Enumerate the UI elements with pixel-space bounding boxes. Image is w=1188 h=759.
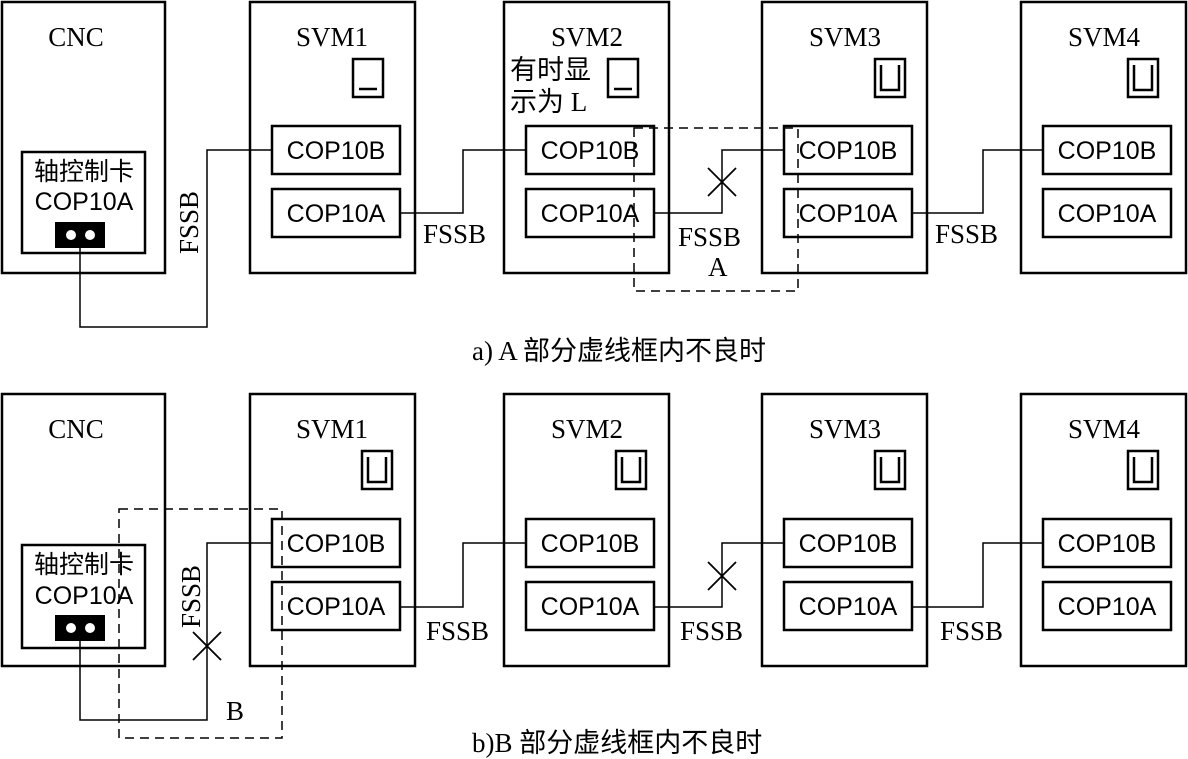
display-u-icon <box>873 57 907 99</box>
port-label: COP10A <box>541 200 640 228</box>
svm4-port-cop10a <box>1041 187 1173 239</box>
port-label: COP10B <box>287 137 386 165</box>
port-label: COP10A <box>1058 593 1157 621</box>
caption-a: a) A 部分虚线框内不良时 <box>472 336 766 366</box>
cnc-title: CNC <box>48 22 104 52</box>
connector-icon <box>55 615 105 641</box>
display-u-icon <box>873 449 907 491</box>
port-label: COP10A <box>799 200 898 228</box>
port-label: COP10A <box>799 593 898 621</box>
cnc-unit: CNC 轴控制卡 COP10A <box>0 0 167 275</box>
svm2-port-cop10a <box>524 580 656 632</box>
region-label: A <box>708 252 728 282</box>
svm4-unit: SVM4 COP10B COP10A <box>1019 392 1188 668</box>
svm3-port-cop10a <box>782 580 914 632</box>
port-label: COP10A <box>287 593 386 621</box>
svm2-unit: SVM2 COP10B COP10A <box>502 392 671 668</box>
display-l-icon <box>606 57 640 99</box>
fssb-label: FSSB <box>176 565 206 628</box>
fault-region-a <box>633 127 799 292</box>
svm1-unit: SVM1 COP10B COP10A <box>248 392 417 668</box>
svm1-port-cop10b <box>270 124 402 176</box>
svm2-port-cop10a <box>524 187 656 239</box>
display-u-icon <box>1126 57 1160 99</box>
fssb-cable <box>912 149 1043 214</box>
fssb-cable <box>912 542 1043 608</box>
svm3-port-cop10a <box>782 187 914 239</box>
display-l-icon <box>351 57 385 99</box>
connector-icon <box>55 222 105 248</box>
port-label: COP10B <box>1058 137 1157 165</box>
port-label: COP10B <box>799 137 898 165</box>
fssb-label: FSSB <box>940 616 1003 646</box>
diagram-a: CNC 轴控制卡 COP10A SVM1 COP10B COP10A <box>0 0 1188 366</box>
fssb-cable <box>79 542 272 721</box>
diagram-b: CNC 轴控制卡 COP10A SVM1 COP10B COP10A <box>0 392 1188 758</box>
fssb-label: FSSB <box>426 616 489 646</box>
axis-card-port: COP10A <box>35 188 134 216</box>
svm-title: SVM3 <box>809 414 881 444</box>
fssb-label: FSSB <box>423 219 486 249</box>
svm2-port-cop10b <box>524 124 656 176</box>
fssb-cable <box>79 149 272 328</box>
svm4-port-cop10b <box>1041 124 1173 176</box>
port-label: COP10B <box>799 530 898 558</box>
fssb-label: FSSB <box>174 191 204 254</box>
port-label: COP10B <box>287 530 386 558</box>
cable-break-x-icon <box>192 631 222 661</box>
fssb-cable <box>400 542 526 608</box>
fssb-label: FSSB <box>935 219 998 249</box>
svm1-unit: SVM1 COP10B COP10A <box>248 0 417 275</box>
svm3-unit: SVM3 COP10B COP10A <box>760 0 929 275</box>
svm-title: SVM3 <box>809 22 881 52</box>
fssb-label: FSSB <box>680 616 743 646</box>
svm4-port-cop10b <box>1041 517 1173 569</box>
region-label: B <box>226 696 244 726</box>
axis-card-port: COP10A <box>35 582 134 610</box>
fssb-cable <box>400 149 526 214</box>
svm2-note-line2: 示为 L <box>510 87 587 117</box>
svm-title: SVM4 <box>1068 414 1141 444</box>
svm-title: SVM2 <box>551 414 623 444</box>
display-u-icon <box>614 449 648 491</box>
port-label: COP10A <box>1058 200 1157 228</box>
svm2-note-line1: 有时显 <box>510 55 591 85</box>
axis-card-label: 轴控制卡 <box>34 158 134 186</box>
svm-title: SVM4 <box>1068 22 1141 52</box>
port-label: COP10B <box>541 530 640 558</box>
display-u-icon <box>360 449 394 491</box>
svm-title: SVM1 <box>296 414 368 444</box>
svm3-unit: SVM3 COP10B COP10A <box>760 392 929 668</box>
fssb-label: FSSB <box>678 222 741 252</box>
svm4-unit: SVM4 COP10B COP10A <box>1019 0 1188 275</box>
display-u-icon <box>1126 449 1160 491</box>
svm1-port-cop10a <box>270 580 402 632</box>
port-label: COP10A <box>287 200 386 228</box>
cable-break-x-icon <box>707 561 737 591</box>
cable-break-x-icon <box>707 167 737 197</box>
svm4-port-cop10a <box>1041 580 1173 632</box>
svm3-port-cop10b <box>782 124 914 176</box>
svm2-unit: SVM2 有时显 示为 L COP10B COP10A <box>502 0 671 275</box>
svm3-port-cop10b <box>782 517 914 569</box>
svm-title: SVM1 <box>296 22 368 52</box>
axis-card-label: 轴控制卡 <box>34 551 134 579</box>
cnc-title: CNC <box>48 414 104 444</box>
port-label: COP10B <box>1058 530 1157 558</box>
cnc-unit: CNC 轴控制卡 COP10A <box>0 392 167 668</box>
port-label: COP10A <box>541 593 640 621</box>
fault-region-b <box>118 508 283 739</box>
caption-b: b)B 部分虚线框内不良时 <box>472 728 762 758</box>
port-label: COP10B <box>541 137 640 165</box>
svm2-port-cop10b <box>524 517 656 569</box>
svm-title: SVM2 <box>551 22 623 52</box>
